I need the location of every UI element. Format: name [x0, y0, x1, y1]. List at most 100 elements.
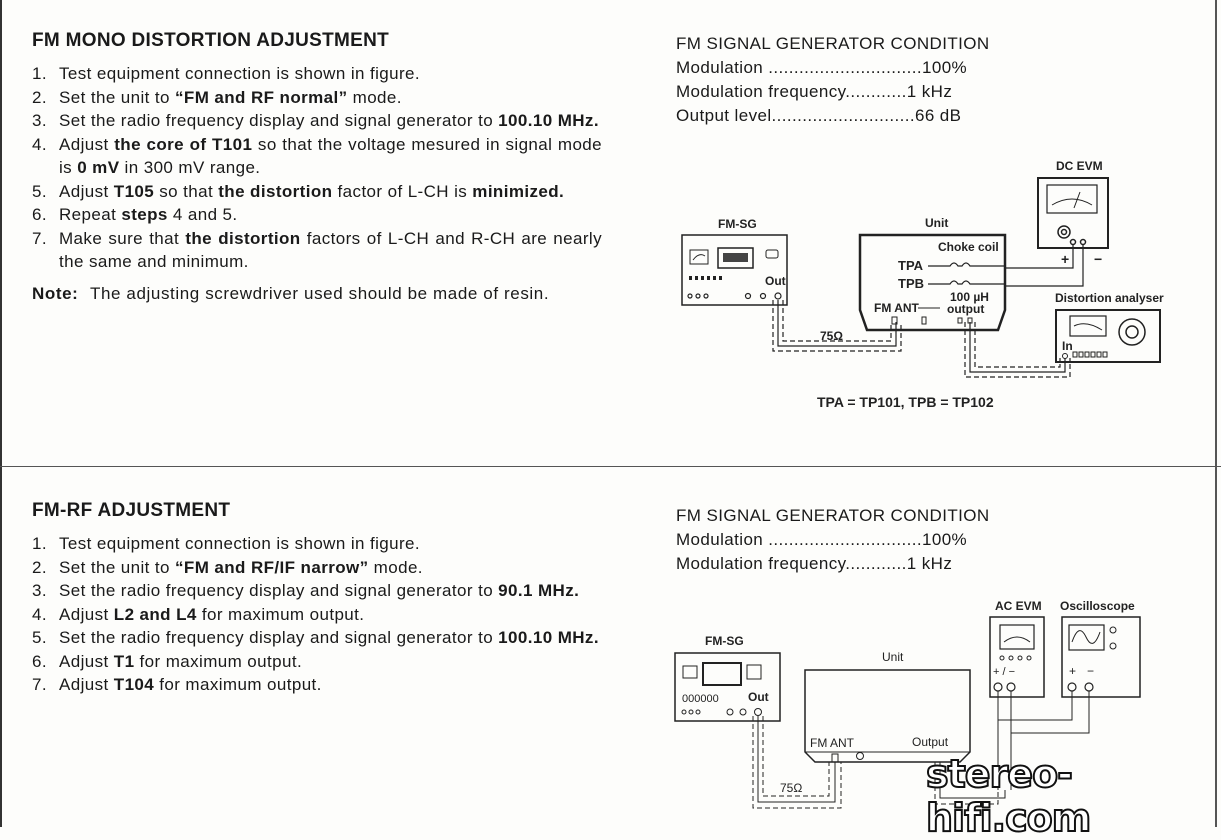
step-text: Adjust T104 for maximum output.: [59, 673, 602, 697]
step-item: 3.Set the radio frequency display and si…: [32, 579, 602, 603]
step-text-segment: Adjust: [59, 651, 114, 671]
unit: Unit Choke coil TPA TPB 100 µH FM ANT ou…: [858, 216, 1084, 332]
ac-evm-label: AC EVM: [995, 599, 1042, 613]
step-text-segment: mode.: [368, 557, 423, 577]
connection-diagram: FM-SG Out Unit Choke coil TPA TPB 100 µH…: [681, 159, 1164, 410]
tpa-label: TPA: [898, 258, 924, 273]
step-item: 3. Set the radio frequency display and si…: [32, 109, 602, 133]
step-text-bold: T105: [113, 181, 155, 201]
signal-generator-condition: FM SIGNAL GENERATOR CONDITION Modulation…: [676, 504, 990, 576]
condition-value: 66 dB: [914, 106, 962, 125]
condition-row: Modulation frequency............1 kHz: [676, 80, 990, 104]
step-text: Repeat steps 4 and 5.: [59, 203, 602, 227]
step-text: Adjust T105 so that the distortion facto…: [59, 180, 602, 204]
step-number: 6.: [32, 205, 47, 224]
tpb-label: TPB: [898, 276, 924, 291]
unit-label: Unit: [882, 650, 904, 664]
step-text-segment: for maximum output.: [154, 675, 322, 694]
step-item: 2.Set the unit to “FM and RF normal” mod…: [32, 86, 602, 110]
step-text: Test equipment connection is shown in fi…: [59, 62, 602, 86]
step-number: 7.: [32, 675, 47, 694]
step-text: Adjust L2 and L4 for maximum output.: [59, 603, 602, 627]
step-text-bold: the distortion: [218, 181, 333, 201]
choke-coil-label: Choke coil: [938, 240, 999, 254]
step-text-segment: mode.: [347, 87, 402, 107]
osc-minus-label: −: [1087, 664, 1094, 678]
condition-label: Modulation frequency............: [676, 554, 907, 573]
condition-heading: FM SIGNAL GENERATOR CONDITION: [676, 34, 990, 53]
dc-evm: DC EVM + −: [1037, 159, 1109, 272]
connection-diagram: FM-SG Out 000000 Unit FM ANT Output AC E…: [674, 599, 1141, 809]
dc-evm-label: DC EVM: [1056, 159, 1103, 173]
step-item: 1.Test equipment connection is shown in …: [32, 62, 602, 86]
step-text-bold: “FM and RF/IF narrow”: [175, 557, 369, 577]
step-number: 3.: [32, 581, 47, 600]
distortion-analyser-label: Distortion analyser: [1055, 291, 1164, 305]
step-text: Set the radio frequency display and sign…: [59, 626, 602, 650]
section-divider: [0, 466, 1221, 467]
step-text-segment: Adjust: [59, 675, 114, 694]
step-number: 7.: [32, 228, 47, 248]
step-text: Set the unit to “FM and RF normal” mode.: [59, 86, 602, 110]
step-text-segment: Adjust: [59, 604, 114, 624]
step-text: Set the radio frequency display and sign…: [59, 109, 602, 133]
plus-terminal-label: +: [1061, 251, 1069, 267]
condition-value: 1 kHz: [906, 554, 953, 573]
step-text-bold: L2 and L4: [113, 604, 197, 624]
step-text-segment: for maximum output.: [196, 604, 365, 624]
step-text-bold: 0 mV: [77, 158, 120, 177]
step-text-bold: 90.1 MHz.: [498, 581, 580, 600]
note-text: The adjusting screwdriver used should be…: [90, 283, 550, 303]
section-title: FM MONO DISTORTION ADJUSTMENT: [32, 30, 390, 51]
step-item: 2.Set the unit to “FM and RF/IF narrow” …: [32, 556, 602, 580]
ac-evm: AC EVM + / −: [989, 599, 1045, 698]
switch-row-icon: 000000: [682, 693, 719, 705]
condition-label: Output level............................: [676, 106, 915, 125]
impedance-label: 75Ω: [820, 329, 843, 343]
condition-row: Modulation .............................…: [676, 528, 990, 552]
condition-label: Modulation frequency............: [676, 82, 907, 101]
step-text-bold: 100.10 MHz.: [498, 111, 599, 130]
output-label: output: [947, 302, 984, 316]
distortion-analyser: Distortion analyser In: [1055, 291, 1164, 363]
step-text-segment: Test equipment connection is shown in fi…: [59, 534, 421, 553]
fm-ant-label: FM ANT: [874, 301, 920, 315]
inductance-label: 100 µH: [950, 290, 989, 304]
condition-row: Modulation frequency............1 kHz: [676, 552, 990, 576]
condition-label: Modulation .............................…: [676, 530, 922, 549]
step-number: 1.: [32, 534, 47, 553]
step-item: 1. Test equipment connection is shown in …: [32, 532, 602, 556]
condition-heading: FM SIGNAL GENERATOR CONDITION: [676, 506, 990, 525]
note-label: Note:: [32, 283, 79, 303]
fm-sg-label: FM-SG: [718, 217, 757, 231]
step-item: 5.Set the radio frequency display and si…: [32, 626, 602, 650]
step-text-bold: 100.10 MHz.: [498, 628, 599, 647]
section-fm-mono-distortion: FM MONO DISTORTION ADJUSTMENT 1.Test equ…: [32, 30, 1164, 410]
fm-sg-label: FM-SG: [705, 634, 744, 648]
step-text-segment: so that: [154, 181, 219, 201]
ac-evm-terminals-label: + / −: [993, 666, 1015, 678]
diagram-caption: TPA = TP101, TPB = TP102: [817, 394, 994, 410]
step-text-segment: so that the voltage mesured in signal mo…: [59, 134, 603, 178]
section-fm-rf-adjustment: FM-RF ADJUSTMENT 1. Test equipment connec…: [0, 466, 1221, 827]
step-text-bold: T1: [113, 651, 135, 671]
condition-row: Output level............................…: [676, 104, 990, 128]
out-label: Out: [748, 690, 769, 704]
step-text-segment: factor of L-CH is: [332, 181, 473, 201]
condition-label: Modulation .............................…: [676, 58, 922, 77]
step-number: 3.: [32, 111, 47, 130]
step-text-segment: for maximum output.: [134, 651, 303, 671]
step-text-segment: 4 and 5.: [167, 205, 238, 224]
osc-plus-label: +: [1069, 664, 1076, 678]
impedance-label: 75Ω: [780, 781, 802, 795]
step-number: 2.: [32, 557, 47, 577]
unit: Unit FM ANT Output: [804, 650, 971, 763]
step-number: 4.: [32, 134, 47, 154]
step-text-segment: Set the unit to: [59, 557, 176, 577]
signal-generator-condition: FM SIGNAL GENERATOR CONDITION Modulation…: [676, 32, 990, 128]
fm-signal-generator: FM-SG Out: [681, 217, 788, 306]
step-text-segment: Set the radio frequency display and sign…: [59, 628, 499, 647]
section-title: FM-RF ADJUSTMENT: [32, 500, 231, 521]
coax-cable: [772, 300, 1071, 378]
